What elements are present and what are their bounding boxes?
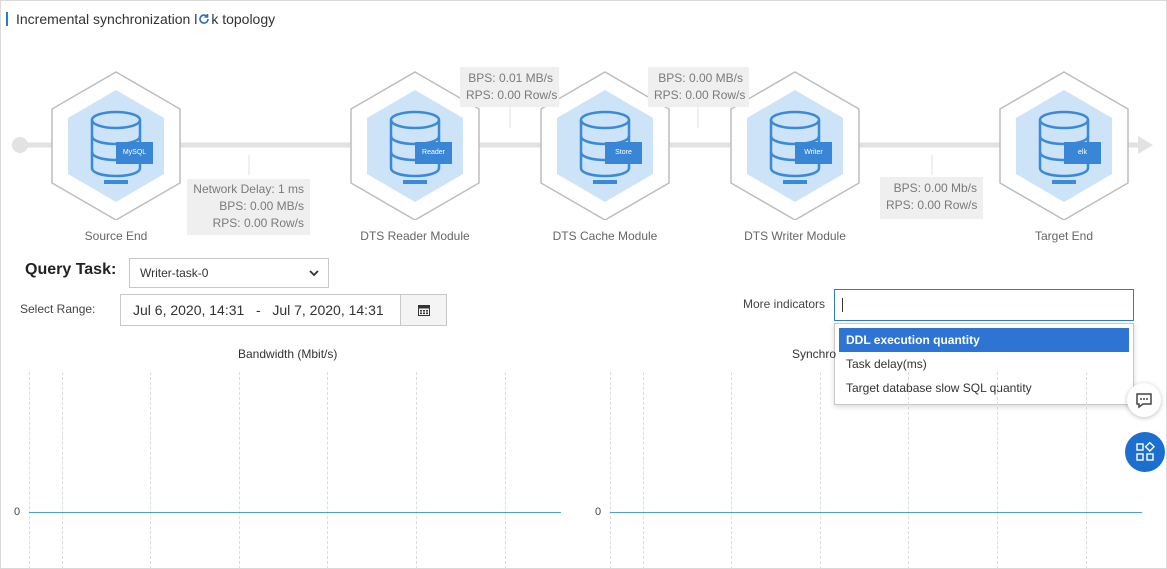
text-caret bbox=[842, 298, 843, 312]
topology-node[interactable]: Writer bbox=[729, 70, 861, 221]
refresh-icon[interactable] bbox=[198, 13, 210, 25]
chat-button[interactable] bbox=[1127, 383, 1161, 417]
indicators-dropdown: DDL execution quantity Task delay(ms) Ta… bbox=[834, 323, 1134, 405]
y-tick-label-zero: 0 bbox=[595, 506, 602, 518]
topology-node-label: DTS Writer Module bbox=[744, 229, 846, 243]
chart-series-line bbox=[29, 512, 561, 513]
chart-gridline bbox=[997, 372, 998, 569]
chart-gridline bbox=[62, 372, 63, 569]
more-indicators-input[interactable] bbox=[834, 289, 1134, 321]
metric-reader-cache: BPS: 0.01 MB/s RPS: 0.00 Row/s bbox=[460, 67, 559, 107]
chart-gridline bbox=[29, 372, 30, 569]
topology-node-label: DTS Reader Module bbox=[360, 229, 470, 243]
dropdown-option-ddl[interactable]: DDL execution quantity bbox=[839, 328, 1129, 352]
chart-gridline bbox=[239, 372, 240, 569]
query-task-value: Writer-task-0 bbox=[140, 266, 209, 280]
chart-gridline bbox=[1086, 372, 1087, 569]
node-badge: Reader bbox=[415, 142, 452, 164]
chart-gridline bbox=[327, 372, 328, 569]
metric-writer-target: BPS: 0.00 Mb/s RPS: 0.00 Row/s bbox=[880, 177, 983, 219]
chart-gridline bbox=[416, 372, 417, 569]
title-accent-bar bbox=[6, 12, 8, 26]
bandwidth-chart bbox=[29, 372, 561, 569]
topology-node[interactable]: MySQL bbox=[50, 70, 182, 221]
chart-series-line bbox=[610, 512, 1142, 513]
query-task-select[interactable]: Writer-task-0 bbox=[129, 258, 329, 288]
page-title: Incremental synchronization l k topology bbox=[6, 10, 275, 28]
topology-node[interactable]: Store bbox=[539, 70, 671, 221]
more-indicators-label: More indicators bbox=[743, 297, 826, 311]
apps-icon bbox=[1136, 441, 1156, 461]
metric-cache-writer: BPS: 0.00 MB/s RPS: 0.00 Row/s bbox=[648, 67, 749, 107]
node-badge: elk bbox=[1064, 142, 1101, 164]
topology-node[interactable]: Reader bbox=[349, 70, 481, 221]
chart-gridline bbox=[610, 372, 611, 569]
apps-button[interactable] bbox=[1125, 432, 1165, 472]
query-task-label: Query Task: bbox=[25, 261, 117, 278]
date-range-picker[interactable]: Jul 6, 2020, 14:31 - Jul 7, 2020, 14:31 bbox=[120, 294, 447, 326]
calendar-icon bbox=[418, 305, 430, 316]
select-range-label: Select Range: bbox=[20, 302, 96, 316]
topology-node-label: Source End bbox=[84, 229, 148, 243]
chart-gridline bbox=[505, 372, 506, 569]
topology-node-label: DTS Cache Module bbox=[552, 229, 658, 243]
chart-title-bandwidth: Bandwidth (Mbit/s) bbox=[238, 347, 338, 361]
title-text-part2: k topology bbox=[211, 11, 276, 27]
chart-gridline bbox=[908, 372, 909, 569]
y-tick-label-zero: 0 bbox=[14, 506, 21, 518]
date-range-text: Jul 6, 2020, 14:31 - Jul 7, 2020, 14:31 bbox=[133, 302, 384, 318]
chevron-down-icon bbox=[309, 270, 319, 277]
chart-gridline bbox=[150, 372, 151, 569]
chat-icon bbox=[1136, 393, 1152, 409]
synchro-chart bbox=[610, 372, 1142, 569]
dropdown-option-task-delay[interactable]: Task delay(ms) bbox=[846, 357, 927, 371]
chart-title-synchro: Synchro bbox=[792, 347, 837, 361]
chart-gridline bbox=[731, 372, 732, 569]
chart-gridline bbox=[643, 372, 644, 569]
node-badge: Writer bbox=[795, 142, 832, 164]
metric-source-reader: Network Delay: 1 ms BPS: 0.00 MB/s RPS: … bbox=[187, 179, 310, 235]
topology-node[interactable]: elk bbox=[998, 70, 1130, 221]
topology-node-label: Target End bbox=[1034, 229, 1094, 243]
title-text-part1: Incremental synchronization l bbox=[16, 11, 198, 27]
calendar-button[interactable] bbox=[400, 295, 446, 325]
node-badge: Store bbox=[605, 142, 642, 164]
dropdown-option-slow-sql[interactable]: Target database slow SQL quantity bbox=[846, 381, 1032, 395]
node-badge: MySQL bbox=[116, 142, 153, 164]
chart-gridline bbox=[820, 372, 821, 569]
